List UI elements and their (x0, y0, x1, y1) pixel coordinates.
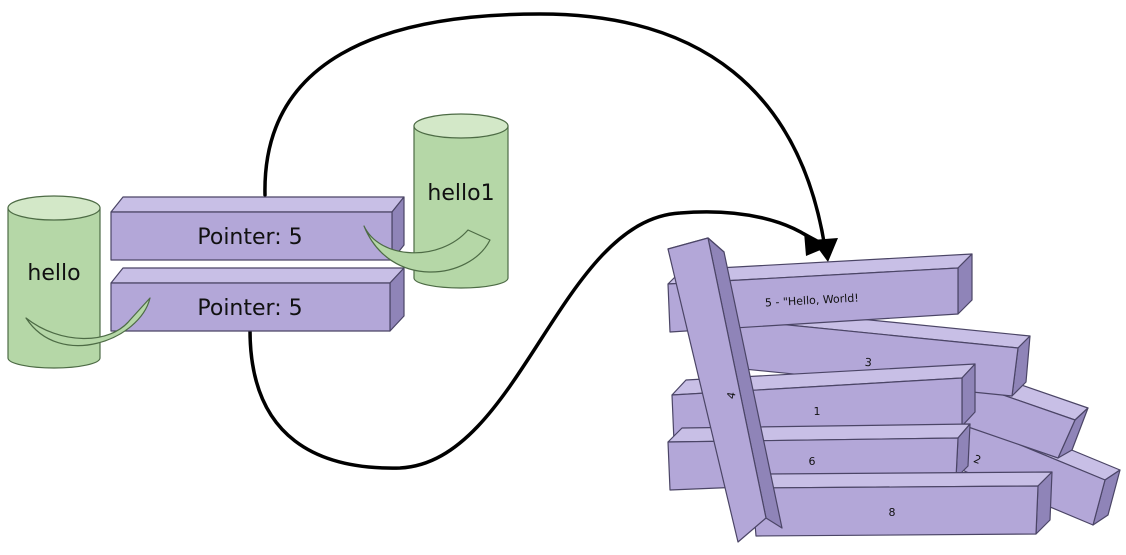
pointer-box-hello1: Pointer: 5 (110, 196, 405, 261)
heap-label-3: 3 (864, 356, 872, 370)
heap-label-1: 1 (814, 405, 821, 418)
heap-block-8: 8 (751, 471, 1053, 537)
heap-block-5: 5 - "Hello, World! (667, 253, 973, 333)
arrow-hello-to-heap (248, 210, 820, 470)
arrow-head-bottom (804, 232, 830, 256)
pointer-box-hello: Pointer: 5 (110, 267, 405, 332)
pointer-label-hello1: Pointer: 5 (197, 225, 302, 250)
heap-block-4: 4 (667, 237, 783, 543)
hello-cylinder-top (7, 195, 101, 221)
hello-cylinder-body (7, 207, 101, 369)
heap-label-5: 5 - "Hello, World! (765, 292, 859, 310)
hook-hello (25, 297, 151, 347)
heap-label-2: 2 (972, 452, 983, 467)
hello1-label: hello1 (427, 181, 494, 206)
heap-label-6: 6 (809, 455, 816, 468)
heap-pile: 2 3 5 - "Hello, World! 1 6 (667, 237, 1121, 543)
hello-label: hello (27, 261, 80, 286)
heap-label-8: 8 (889, 506, 896, 519)
hello1-cylinder-top (413, 113, 509, 139)
pointer-label-hello: Pointer: 5 (197, 296, 302, 321)
pointer-arrows (248, 12, 838, 470)
arrow-hello1-to-heap (263, 12, 827, 250)
hook-hello1 (363, 225, 491, 273)
heap-label-4: 4 (725, 391, 739, 400)
variable-hello: hello (7, 195, 101, 369)
